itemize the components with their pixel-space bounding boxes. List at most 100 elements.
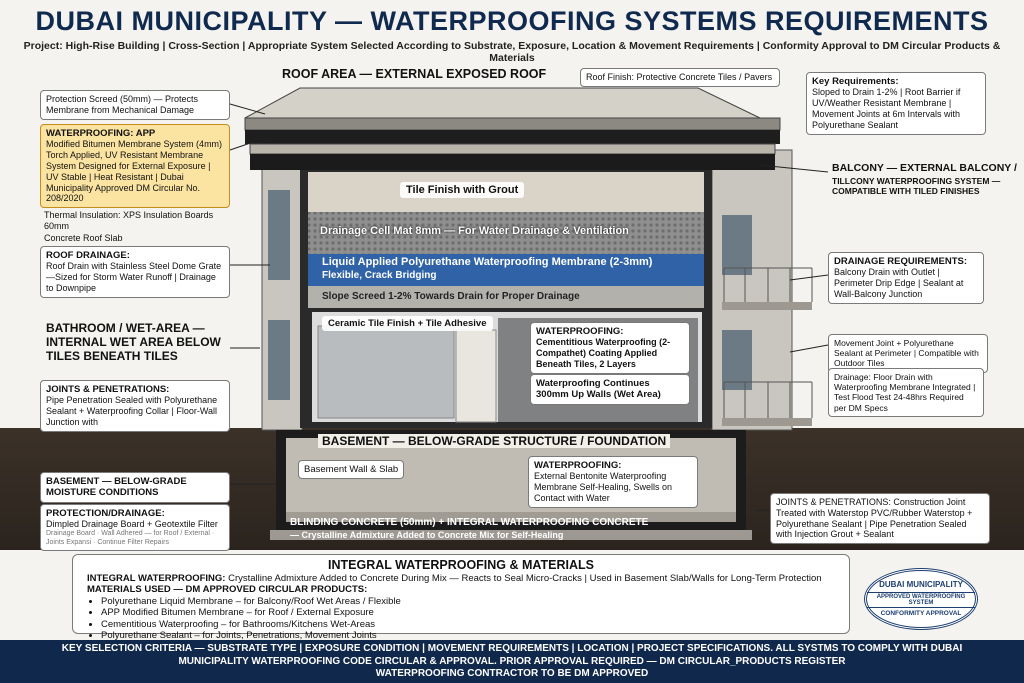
basement-wall-callout: Basement Wall & Slab [298,460,405,480]
roof-slab-text: Concrete Roof Slab [44,233,123,243]
protection-screed-text: Protection Screed (50mm) — Protects Memb… [46,94,199,115]
seal-bottom-text: CONFORMITY APPROVAL [880,610,962,617]
app-membrane-body: Modified Bitumen Membrane System (4mm) T… [46,139,223,204]
integral-heading: INTEGRAL WATERPROOFING & MATERIALS [328,558,594,572]
ceramic-label: Ceramic Tile Finish + Tile Adhesive [322,316,493,331]
page-title: DUBAI MUNICIPALITY — WATERPROOFING SYSTE… [35,6,989,36]
seal-top-text: DUBAI MUNICIPALITY [879,580,963,589]
cementitious-title: WATERPROOFING: [536,326,624,337]
bentonite-body: External Bentonite Waterproofing Membran… [534,471,673,503]
drainage-mat-texture [308,212,704,254]
joints-callout: JOINTS & PENETRATIONS: Pipe Penetration … [40,380,230,432]
bentonite-callout: WATERPROOFING: External Bentonite Waterp… [528,456,698,508]
bathroom-door [455,329,497,423]
pointer-protection-screed [229,103,266,115]
liquid-membrane-label-1: Liquid Applied Polyurethane Waterproofin… [322,256,653,268]
insulation-layer [249,143,776,155]
tile-finish-label: Tile Finish with Grout [400,182,525,198]
key-requirements-callout: Key Requirements: Sloped to Drain 1-2% |… [806,72,986,135]
left-window-2 [268,320,290,400]
footer-line-2: MUNICIPALITY WATERPROOFING CODE CIRCULAR… [178,655,846,667]
movement-joint-callout: Movement Joint + Polyurethane Sealant at… [828,334,988,373]
basement-floor [286,512,736,522]
protection-screed-layer [244,117,781,131]
roof-pavers [244,87,761,119]
basement-joints-callout: JOINTS & PENETRATIONS: Construction Join… [770,493,990,545]
basement-moisture-callout: BASEMENT — BELOW-GRADE MOISTURE CONDITIO… [40,472,230,503]
liquid-membrane-label-2: Flexible, Crack Bridging [322,270,437,281]
key-requirements-body: Sloped to Drain 1-2% | Root Barrier if U… [812,87,961,130]
material-item: Polyurethane Liquid Membrane – for Balco… [101,596,835,607]
thermal-insulation-text: Thermal Insulation: XPS Insulation Board… [44,210,214,231]
continues-text: Waterproofing Continues 300mm Up Walls (… [536,378,661,401]
materials-title: MATERIALS USED — DM APPROVED CIRCULAR PR… [87,584,368,596]
right-window-1 [722,215,752,275]
protection-drainage-body: Dimpled Drainage Board + Geotextile Filt… [46,519,218,530]
protection-drainage-callout: PROTECTION/DRAINAGE: Dimpled Drainage Bo… [40,504,230,551]
blinding-concrete [270,530,752,540]
app-membrane-callout: WATERPROOFING: APP Modified Bitumen Memb… [40,124,230,209]
dm-approval-seal: DUBAI MUNICIPALITY APPROVED WATERPROOFIN… [864,568,978,630]
protection-drainage-faint: Drainage Board · Wall Adhered — for Roof… [46,530,215,546]
integral-line-label: INTEGRAL WATERPROOFING: [87,573,226,584]
balcony-label: BALCONY — EXTERNAL BALCONY / [832,162,1017,174]
integral-line-text: Crystalline Admixture Added to Concrete … [228,573,822,584]
floor-drain-text: Drainage: Floor Drain with Waterproofing… [834,372,976,413]
integral-panel: INTEGRAL WATERPROOFING & MATERIALS INTEG… [72,554,850,641]
seal-middle-text: APPROVED WATERPROOFING SYSTEM [867,592,975,608]
slope-screed-label: Slope Screed 1-2% Towards Drain for Prop… [322,291,580,302]
drainage-requirements-callout: DRAINAGE REQUIREMENTS: Balcony Drain wit… [828,252,984,304]
movement-joint-text: Movement Joint + Polyurethane Sealant at… [834,338,979,369]
cementitious-callout: WATERPROOFING: Cementitious Waterproofin… [530,322,690,374]
continues-callout: Waterproofing Continues 300mm Up Walls (… [530,374,690,405]
joints-title: JOINTS & PENETRATIONS: [46,384,170,395]
footer-line-3: WATERPROOFING CONTRACTOR TO BE DM APPROV… [375,668,649,679]
roof-finish-text: Roof Finish: Protective Concrete Tiles /… [586,72,773,82]
basement-label: BASEMENT — BELOW-GRADE STRUCTURE / FOUND… [318,434,671,448]
bentonite-title: WATERPROOFING: [534,460,622,471]
roof-drainage-callout: ROOF DRAINAGE: Roof Drain with Stainless… [40,246,230,298]
key-requirements-title: Key Requirements: [812,76,899,87]
roof-drainage-title: ROOF DRAINAGE: [46,250,130,261]
bathroom-label: BATHROOM / WET-AREA — INTERNAL WET AREA … [46,321,221,363]
cementitious-body: Cementitious Waterproofing (2-Compathet)… [536,337,671,369]
blinding-label-2: — Crystalline Admixture Added to Concret… [290,530,564,540]
material-item: Polyurethane Sealant – for Joints, Penet… [101,630,835,641]
roof-drainage-body: Roof Drain with Stainless Steel Dome Gra… [46,261,222,293]
pointer-balcony [759,164,829,173]
roof-finish-callout: Roof Finish: Protective Concrete Tiles /… [580,68,780,87]
floor-drain-callout: Drainage: Floor Drain with Waterproofing… [828,368,984,417]
balcony-railings [723,267,813,418]
blinding-label-1: BLINDING CONCRETE (50mm) + INTEGRAL WATE… [290,517,649,528]
bathroom-shower [317,325,455,419]
roof-area-label: ROOF AREA — EXTERNAL EXPOSED ROOF [282,67,547,81]
roof-slab-layer [250,154,775,170]
pointer-drainage-req [789,274,829,281]
materials-list: Polyurethane Liquid Membrane – for Balco… [87,596,835,642]
slope-screed-layer [308,286,704,308]
material-item: Cementitious Waterproofing – for Bathroo… [101,619,835,630]
right-window-2 [722,330,752,390]
protection-drainage-title: PROTECTION/DRAINAGE: [46,508,165,519]
protection-screed-callout: Protection Screed (50mm) — Protects Memb… [40,90,230,120]
footer-line-1: KEY SELECTION CRITERIA — SUBSTRATE TYPE … [61,643,963,654]
basement-moisture-text: BASEMENT — BELOW-GRADE MOISTURE CONDITIO… [46,476,187,499]
balcony-slab-2 [722,418,812,426]
drainage-mat-label: Drainage Cell Mat 8mm — For Water Draina… [320,225,629,237]
page-subtitle: Project: High-Rise Building | Cross-Sect… [23,40,1001,64]
app-membrane-layer [245,130,780,144]
drainage-requirements-title: DRAINAGE REQUIREMENTS: [834,256,968,267]
app-membrane-title: WATERPROOFING: APP [46,128,156,139]
drainage-requirements-body: Balcony Drain with Outlet | Perimeter Dr… [834,267,964,299]
balcony-slab-1 [722,302,812,310]
basement-wall-text: Basement Wall & Slab [304,464,399,475]
footer-banner: KEY SELECTION CRITERIA — SUBSTRATE TYPE … [0,640,1024,683]
left-window-1 [268,190,290,280]
basement-joints-text: JOINTS & PENETRATIONS: Construction Join… [776,497,973,540]
balcony-sub-label: TILLCONY WATERPROOFING SYSTEM — COMPATIB… [832,176,1001,197]
material-item: APP Modified Bitumen Membrane – for Roof… [101,607,835,618]
joints-body: Pipe Penetration Sealed with Polyurethan… [46,395,218,427]
pointer-movement [789,344,829,353]
liquid-membrane-layer [308,254,704,286]
